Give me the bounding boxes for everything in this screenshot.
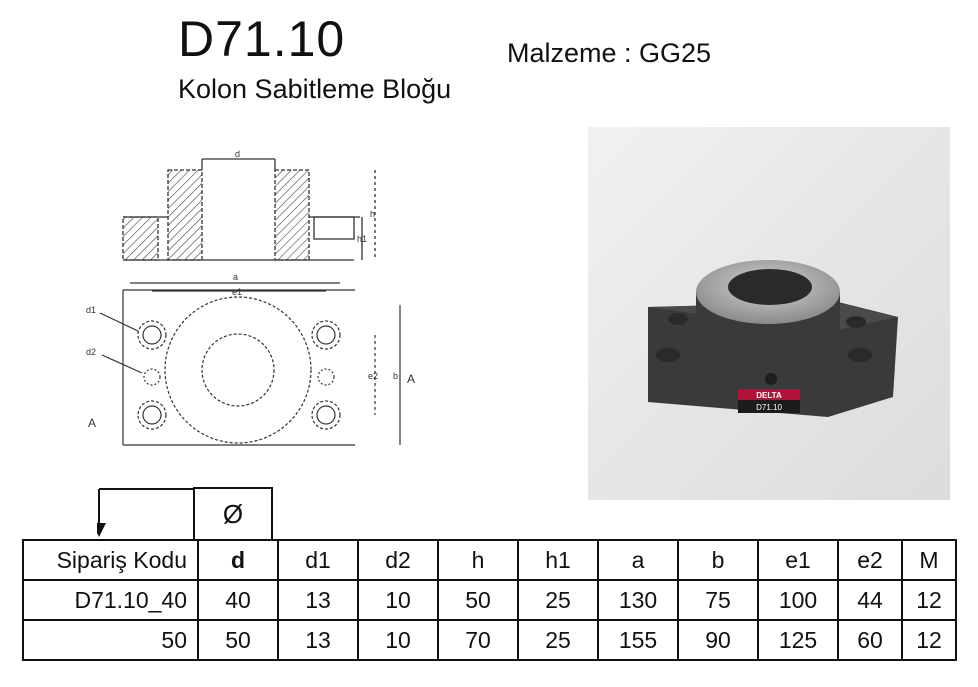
- badge-brand: DELTA: [756, 391, 782, 400]
- header-m: M: [901, 539, 957, 581]
- header-e1: e1: [757, 539, 839, 581]
- label-a: a: [233, 272, 238, 282]
- cell-d: 40: [197, 579, 279, 621]
- label-b: b: [393, 371, 398, 381]
- cell-d: 50: [197, 619, 279, 661]
- header-d: d: [197, 539, 279, 581]
- label-e1: e1: [232, 287, 242, 297]
- label-e2: e2: [368, 371, 378, 381]
- cell-h: 50: [437, 579, 519, 621]
- label-d: d: [235, 149, 240, 159]
- label-d2: d2: [86, 347, 96, 357]
- product-subtitle: Kolon Sabitleme Bloğu: [178, 74, 452, 104]
- table-row: D71.10_40 40 13 10 50 25 130 75 100 44 1…: [22, 579, 957, 621]
- label-section-a-left: A: [88, 416, 96, 430]
- header-d1: d1: [277, 539, 359, 581]
- cell-e2: 44: [837, 579, 903, 621]
- header-e2: e2: [837, 539, 903, 581]
- cell-a: 130: [597, 579, 679, 621]
- header-b: b: [677, 539, 759, 581]
- cell-e2: 60: [837, 619, 903, 661]
- cell-a: 155: [597, 619, 679, 661]
- label-h: h: [370, 209, 375, 219]
- cell-order-code: 50: [22, 619, 199, 661]
- product-photo: DELTA D71.10: [588, 127, 950, 500]
- cell-m: 12: [901, 619, 957, 661]
- cell-e1: 125: [757, 619, 839, 661]
- technical-drawing: d h h1 a e1 d1 d2 e2 b A A: [86, 149, 415, 446]
- cell-d1: 13: [277, 579, 359, 621]
- table-row: 50 50 13 10 70 25 155 90 125 60 12: [22, 619, 957, 661]
- cell-b: 75: [677, 579, 759, 621]
- cell-d1: 13: [277, 619, 359, 661]
- header-d2: d2: [357, 539, 439, 581]
- header-a: a: [597, 539, 679, 581]
- label-h1: h1: [357, 234, 367, 244]
- arrow-indicator: [97, 488, 193, 537]
- header-h1: h1: [517, 539, 599, 581]
- header-h: h: [437, 539, 519, 581]
- product-code: D71.10: [178, 11, 346, 67]
- label-section-a-right: A: [407, 372, 415, 386]
- section-view: [122, 158, 376, 261]
- cell-h1: 25: [517, 619, 599, 661]
- cell-d2: 10: [357, 579, 439, 621]
- badge-code: D71.10: [756, 403, 782, 412]
- cell-e1: 100: [757, 579, 839, 621]
- cell-h1: 25: [517, 579, 599, 621]
- label-d1: d1: [86, 305, 96, 315]
- cell-b: 90: [677, 619, 759, 661]
- diameter-symbol-cell: Ø: [193, 487, 273, 539]
- spec-table: Sipariş Kodu d d1 d2 h h1 a b e1 e2 M D7…: [22, 539, 957, 661]
- table-header-row: Sipariş Kodu d d1 d2 h h1 a b e1 e2 M: [22, 539, 957, 581]
- cell-order-code: D71.10_40: [22, 579, 199, 621]
- cell-d2: 10: [357, 619, 439, 661]
- top-view: [99, 282, 401, 446]
- cell-m: 12: [901, 579, 957, 621]
- header-order-code: Sipariş Kodu: [22, 539, 199, 581]
- cell-h: 70: [437, 619, 519, 661]
- product-illustration: DELTA D71.10: [648, 260, 898, 417]
- material-label: Malzeme : GG25: [507, 38, 712, 68]
